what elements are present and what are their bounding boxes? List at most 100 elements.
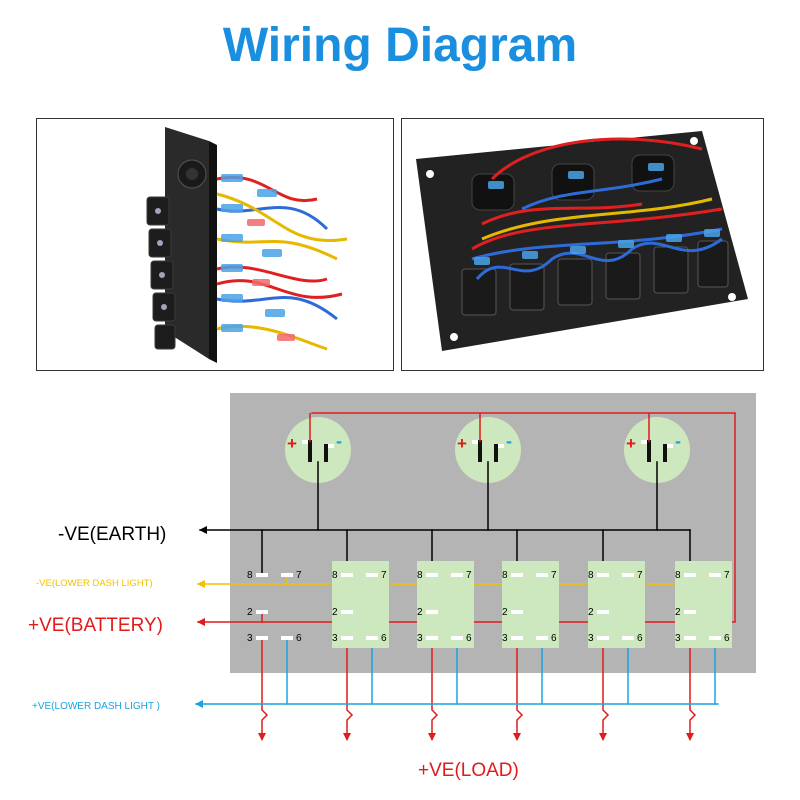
pin-3-label: 3 xyxy=(588,633,594,644)
load-line xyxy=(686,640,697,741)
pin-7 xyxy=(451,573,463,577)
pin-6 xyxy=(451,636,463,640)
socket-terminal-positive xyxy=(647,440,651,462)
pin-2-label: 2 xyxy=(332,607,338,618)
socket-minus-sign: - xyxy=(675,431,681,451)
pin-3-label: 3 xyxy=(417,633,423,644)
pin-3-label: 3 xyxy=(675,633,681,644)
pin-3 xyxy=(256,636,268,640)
pin-3 xyxy=(426,636,438,640)
pin-7 xyxy=(709,573,721,577)
pin-7 xyxy=(281,573,293,577)
socket-terminal-negative xyxy=(663,444,667,462)
pin-6-label: 6 xyxy=(381,633,387,644)
pin-6-label: 6 xyxy=(724,633,730,644)
pin-7-label: 7 xyxy=(724,570,730,581)
load-line xyxy=(428,640,439,741)
pin-7-label: 7 xyxy=(551,570,557,581)
pin-7-label: 7 xyxy=(381,570,387,581)
socket-terminal-negative xyxy=(494,444,498,462)
switch-panel-back-illustration xyxy=(416,131,748,351)
page-title: Wiring Diagram xyxy=(222,19,578,72)
pin-3 xyxy=(597,636,609,640)
socket-group: + - + - + - xyxy=(285,417,690,483)
pin-3 xyxy=(684,636,696,640)
pin-7-label: 7 xyxy=(296,570,302,581)
pin-8 xyxy=(341,573,353,577)
pin-7-label: 7 xyxy=(637,570,643,581)
socket-plus-sign: + xyxy=(287,434,297,453)
pin-2-label: 2 xyxy=(502,607,508,618)
pin-2 xyxy=(426,610,438,614)
socket-terminal-positive xyxy=(478,440,482,462)
pin-6-label: 6 xyxy=(637,633,643,644)
load-line xyxy=(258,640,269,741)
socket-minus-sign: - xyxy=(506,431,512,451)
pin-3 xyxy=(341,636,353,640)
pin-8-label: 8 xyxy=(332,570,338,581)
product-photo-back xyxy=(401,118,764,371)
socket-pin xyxy=(302,440,308,444)
load-line xyxy=(343,640,354,741)
pin-3-label: 3 xyxy=(247,633,253,644)
pin-2-label: 2 xyxy=(247,607,253,618)
pin-8-label: 8 xyxy=(502,570,508,581)
socket-minus-sign: - xyxy=(336,431,342,451)
socket-terminal-positive xyxy=(308,440,312,462)
pin-8-label: 8 xyxy=(675,570,681,581)
pin-7 xyxy=(536,573,548,577)
pin-2 xyxy=(511,610,523,614)
load-line xyxy=(513,640,524,741)
socket-plus-sign: + xyxy=(626,434,636,453)
pin-8 xyxy=(684,573,696,577)
pin-6 xyxy=(366,636,378,640)
pin-6 xyxy=(622,636,634,640)
battery-label: +VE(BATTERY) xyxy=(28,615,163,636)
pin-7 xyxy=(366,573,378,577)
pin-2 xyxy=(256,610,268,614)
pin-6-label: 6 xyxy=(551,633,557,644)
usb-socket-2 xyxy=(455,417,521,483)
earth-label: -VE(EARTH) xyxy=(58,524,166,545)
pin-6 xyxy=(281,636,293,640)
pin-8-label: 8 xyxy=(588,570,594,581)
socket-terminal-negative xyxy=(324,444,328,462)
pin-3 xyxy=(511,636,523,640)
pin-6-label: 6 xyxy=(466,633,472,644)
pin-6 xyxy=(709,636,721,640)
pin-7-label: 7 xyxy=(466,570,472,581)
pin-8 xyxy=(597,573,609,577)
socket-pin xyxy=(472,440,478,444)
pin-2 xyxy=(341,610,353,614)
lower-dash-pos-label: +VE(LOWER DASH LIGHT ) xyxy=(32,701,160,712)
socket-plus-sign: + xyxy=(457,434,467,453)
load-label: +VE(LOAD) xyxy=(418,760,519,781)
pin-3-label: 3 xyxy=(502,633,508,644)
pin-2-label: 2 xyxy=(675,607,681,618)
socket-pin xyxy=(641,440,647,444)
pin-3-label: 3 xyxy=(332,633,338,644)
usb-socket-1 xyxy=(285,417,351,483)
pin-6-label: 6 xyxy=(296,633,302,644)
usb-socket-3 xyxy=(624,417,690,483)
pin-6 xyxy=(536,636,548,640)
load-line xyxy=(599,640,610,741)
switch-panel-side-illustration xyxy=(146,127,348,363)
pin-7 xyxy=(622,573,634,577)
pin-8-label: 8 xyxy=(417,570,423,581)
product-photo-side xyxy=(36,118,394,371)
socket-pin xyxy=(328,444,334,448)
pin-2-label: 2 xyxy=(588,607,594,618)
pin-8 xyxy=(256,573,268,577)
pin-2 xyxy=(597,610,609,614)
pin-8 xyxy=(426,573,438,577)
pin-8-label: 8 xyxy=(247,570,253,581)
socket-pin xyxy=(667,444,673,448)
pin-2 xyxy=(684,610,696,614)
switch-group: 8 7 2 3 6 8 7 2 3 6 8 7 2 3 6 8 7 2 3 6 8 7 2 3 6 8 7 2 3 6 xyxy=(247,561,732,648)
pin-8 xyxy=(511,573,523,577)
socket-pin xyxy=(498,444,504,448)
lower-dash-neg-label: -VE(LOWER DASH LIGHT) xyxy=(36,578,153,589)
pin-2-label: 2 xyxy=(417,607,423,618)
